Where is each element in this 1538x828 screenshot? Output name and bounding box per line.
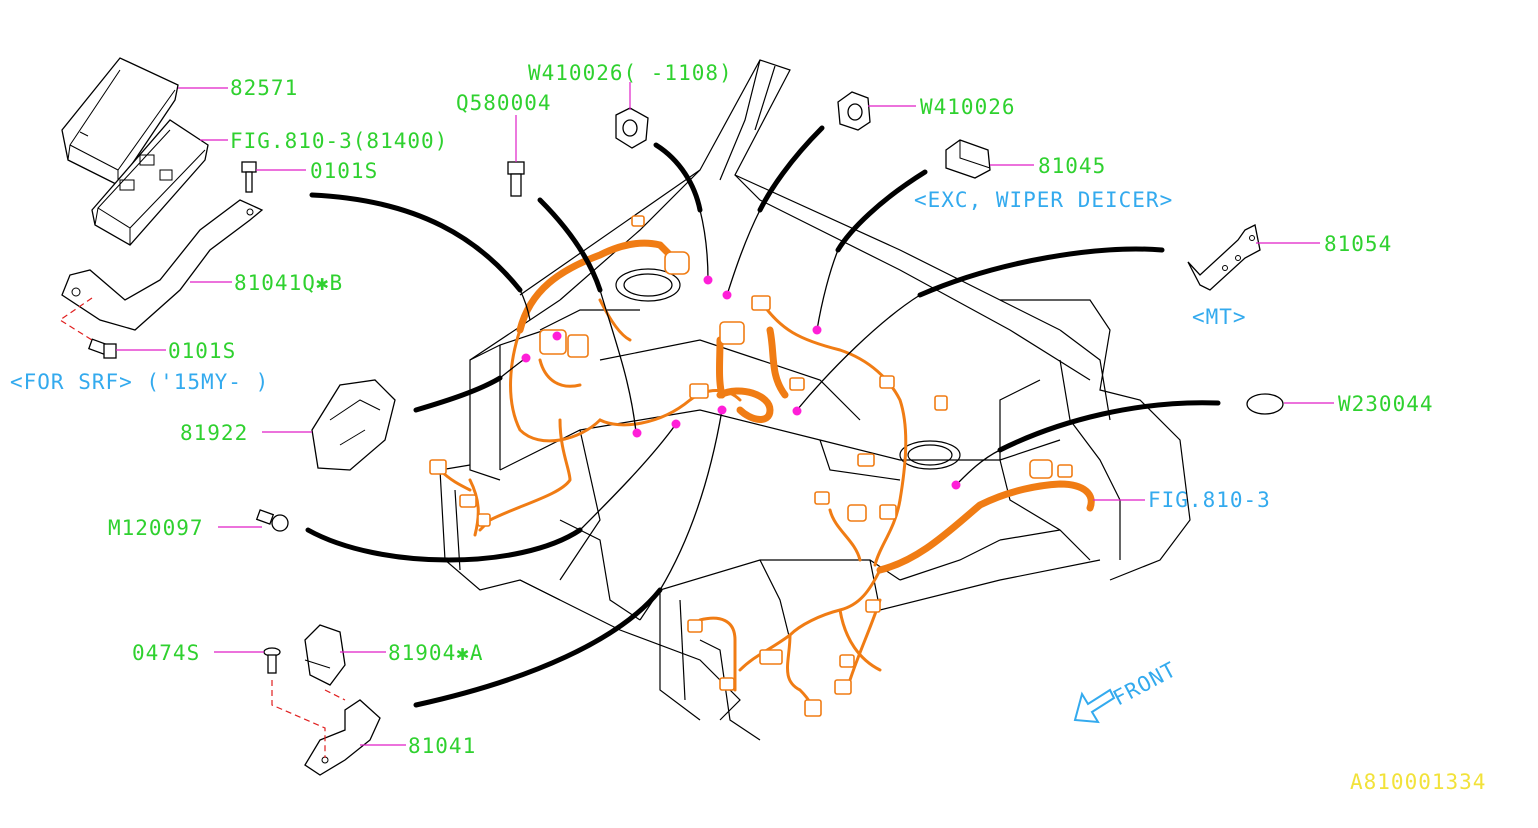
label-for-srf: <FOR SRF> ('15MY- ) xyxy=(10,370,269,394)
label-mt: <MT> xyxy=(1192,305,1247,329)
label-81045: 81045 xyxy=(1038,154,1106,178)
grommet-w410026-early-part xyxy=(615,107,649,149)
label-0474s: 0474S xyxy=(132,641,200,665)
label-exc-wiper-deicer: <EXC, WIPER DEICER> xyxy=(914,188,1173,212)
bolt-q580004-part xyxy=(507,161,525,197)
label-82571: 82571 xyxy=(230,76,298,100)
leader-lines xyxy=(116,82,1334,746)
part-labels: 82571 FIG.810-3(81400) 0101S 81041Q✱B 01… xyxy=(10,61,1486,794)
callout-lines xyxy=(305,125,1221,708)
label-w410026-1108: W410026( -1108) xyxy=(528,61,733,85)
grommet-w410026-part xyxy=(837,91,871,131)
label-81041: 81041 xyxy=(408,734,476,758)
plug-w230044-part xyxy=(1246,393,1284,415)
label-fig810-3-81400: FIG.810-3(81400) xyxy=(230,129,448,153)
label-81904-a: 81904✱A xyxy=(388,641,484,665)
bolt-0101s-top-part xyxy=(241,161,257,193)
label-81054: 81054 xyxy=(1324,232,1392,256)
bolt-0101s-bottom-part xyxy=(87,338,117,359)
label-0101s-bottom: 0101S xyxy=(168,339,236,363)
bracket-81041-part xyxy=(304,699,381,776)
harness-clip-81904a-part xyxy=(304,624,346,686)
fastener-points xyxy=(521,275,961,490)
label-0101s-top: 0101S xyxy=(310,159,378,183)
bolt-path-lower xyxy=(271,680,326,758)
harness-cover-81922-part xyxy=(311,379,396,471)
label-fig810-3: FIG.810-3 xyxy=(1148,488,1271,512)
diagram-id: A810001334 xyxy=(1350,770,1486,794)
bracket-81054-part xyxy=(1187,224,1261,291)
bolt-path-bottom xyxy=(58,297,93,341)
clip-path-lower xyxy=(324,689,346,701)
fuse-box-part xyxy=(91,119,209,246)
label-q580004: Q580004 xyxy=(456,91,552,115)
label-w230044: W230044 xyxy=(1338,392,1434,416)
label-front: FRONT xyxy=(1109,657,1181,710)
bolt-0474s-part xyxy=(263,647,281,674)
main-wiring-harness xyxy=(429,215,1095,717)
label-m120097: M120097 xyxy=(108,516,204,540)
relay-81045-part xyxy=(945,139,991,179)
relay-bracket-part xyxy=(61,199,264,331)
bolt-m120097-part xyxy=(255,509,289,532)
label-81922: 81922 xyxy=(180,421,248,445)
label-w410026: W410026 xyxy=(920,95,1016,119)
label-81041q-b: 81041Q✱B xyxy=(234,271,343,295)
arrow-front-icon xyxy=(1073,688,1116,724)
